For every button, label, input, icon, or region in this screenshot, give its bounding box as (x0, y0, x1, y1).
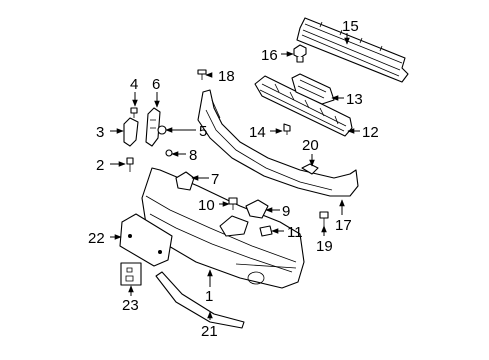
callout-2: 2 (96, 157, 104, 174)
part-4-screw (130, 107, 138, 118)
callout-19: 19 (316, 238, 333, 255)
part-1-bumper-cover (141, 167, 305, 289)
part-19-screw (319, 211, 329, 228)
part-2-pin (126, 157, 134, 172)
callout-12: 12 (362, 124, 379, 141)
callout-13: 13 (346, 91, 363, 108)
part-17-upper-support (197, 89, 359, 197)
callout-8: 8 (189, 147, 197, 164)
part-5-nut (157, 125, 167, 135)
part-22-license-bracket (119, 213, 173, 267)
callout-10: 10 (198, 197, 215, 214)
part-7-mount-bracket (175, 171, 195, 191)
callout-15: 15 (342, 18, 359, 35)
part-21-lower-trim (155, 271, 245, 329)
callout-5: 5 (199, 123, 207, 140)
part-23-fasteners (120, 262, 142, 286)
part-11-clip (259, 225, 273, 237)
callout-1: 1 (205, 288, 213, 305)
part-18-screw (197, 69, 207, 80)
part-12-energy-absorber (254, 75, 353, 137)
callout-3: 3 (96, 124, 104, 141)
callout-4: 4 (130, 76, 138, 93)
callout-14: 14 (249, 124, 266, 141)
callout-16: 16 (261, 47, 278, 64)
callout-labels: 15 16 13 12 14 20 17 19 11 9 10 7 8 5 6 … (88, 18, 379, 340)
part-6-bracket (145, 107, 161, 147)
part-9-bracket (245, 199, 269, 219)
callout-21: 21 (201, 323, 218, 340)
callout-22: 22 (88, 230, 105, 247)
callout-20: 20 (302, 137, 319, 154)
part-3-side-bracket (123, 117, 139, 147)
part-8-clip (165, 149, 173, 157)
part-16-bolt (293, 44, 307, 63)
part-15-reinforcement-bar (296, 17, 409, 83)
callout-23: 23 (122, 297, 139, 314)
callout-18: 18 (218, 68, 235, 85)
callout-9: 9 (282, 203, 290, 220)
part-14-screw (283, 123, 291, 135)
callout-6: 6 (152, 76, 160, 93)
callout-11: 11 (287, 224, 303, 241)
leader-lines (110, 33, 360, 320)
callout-17: 17 (335, 217, 352, 234)
callout-7: 7 (211, 171, 219, 188)
